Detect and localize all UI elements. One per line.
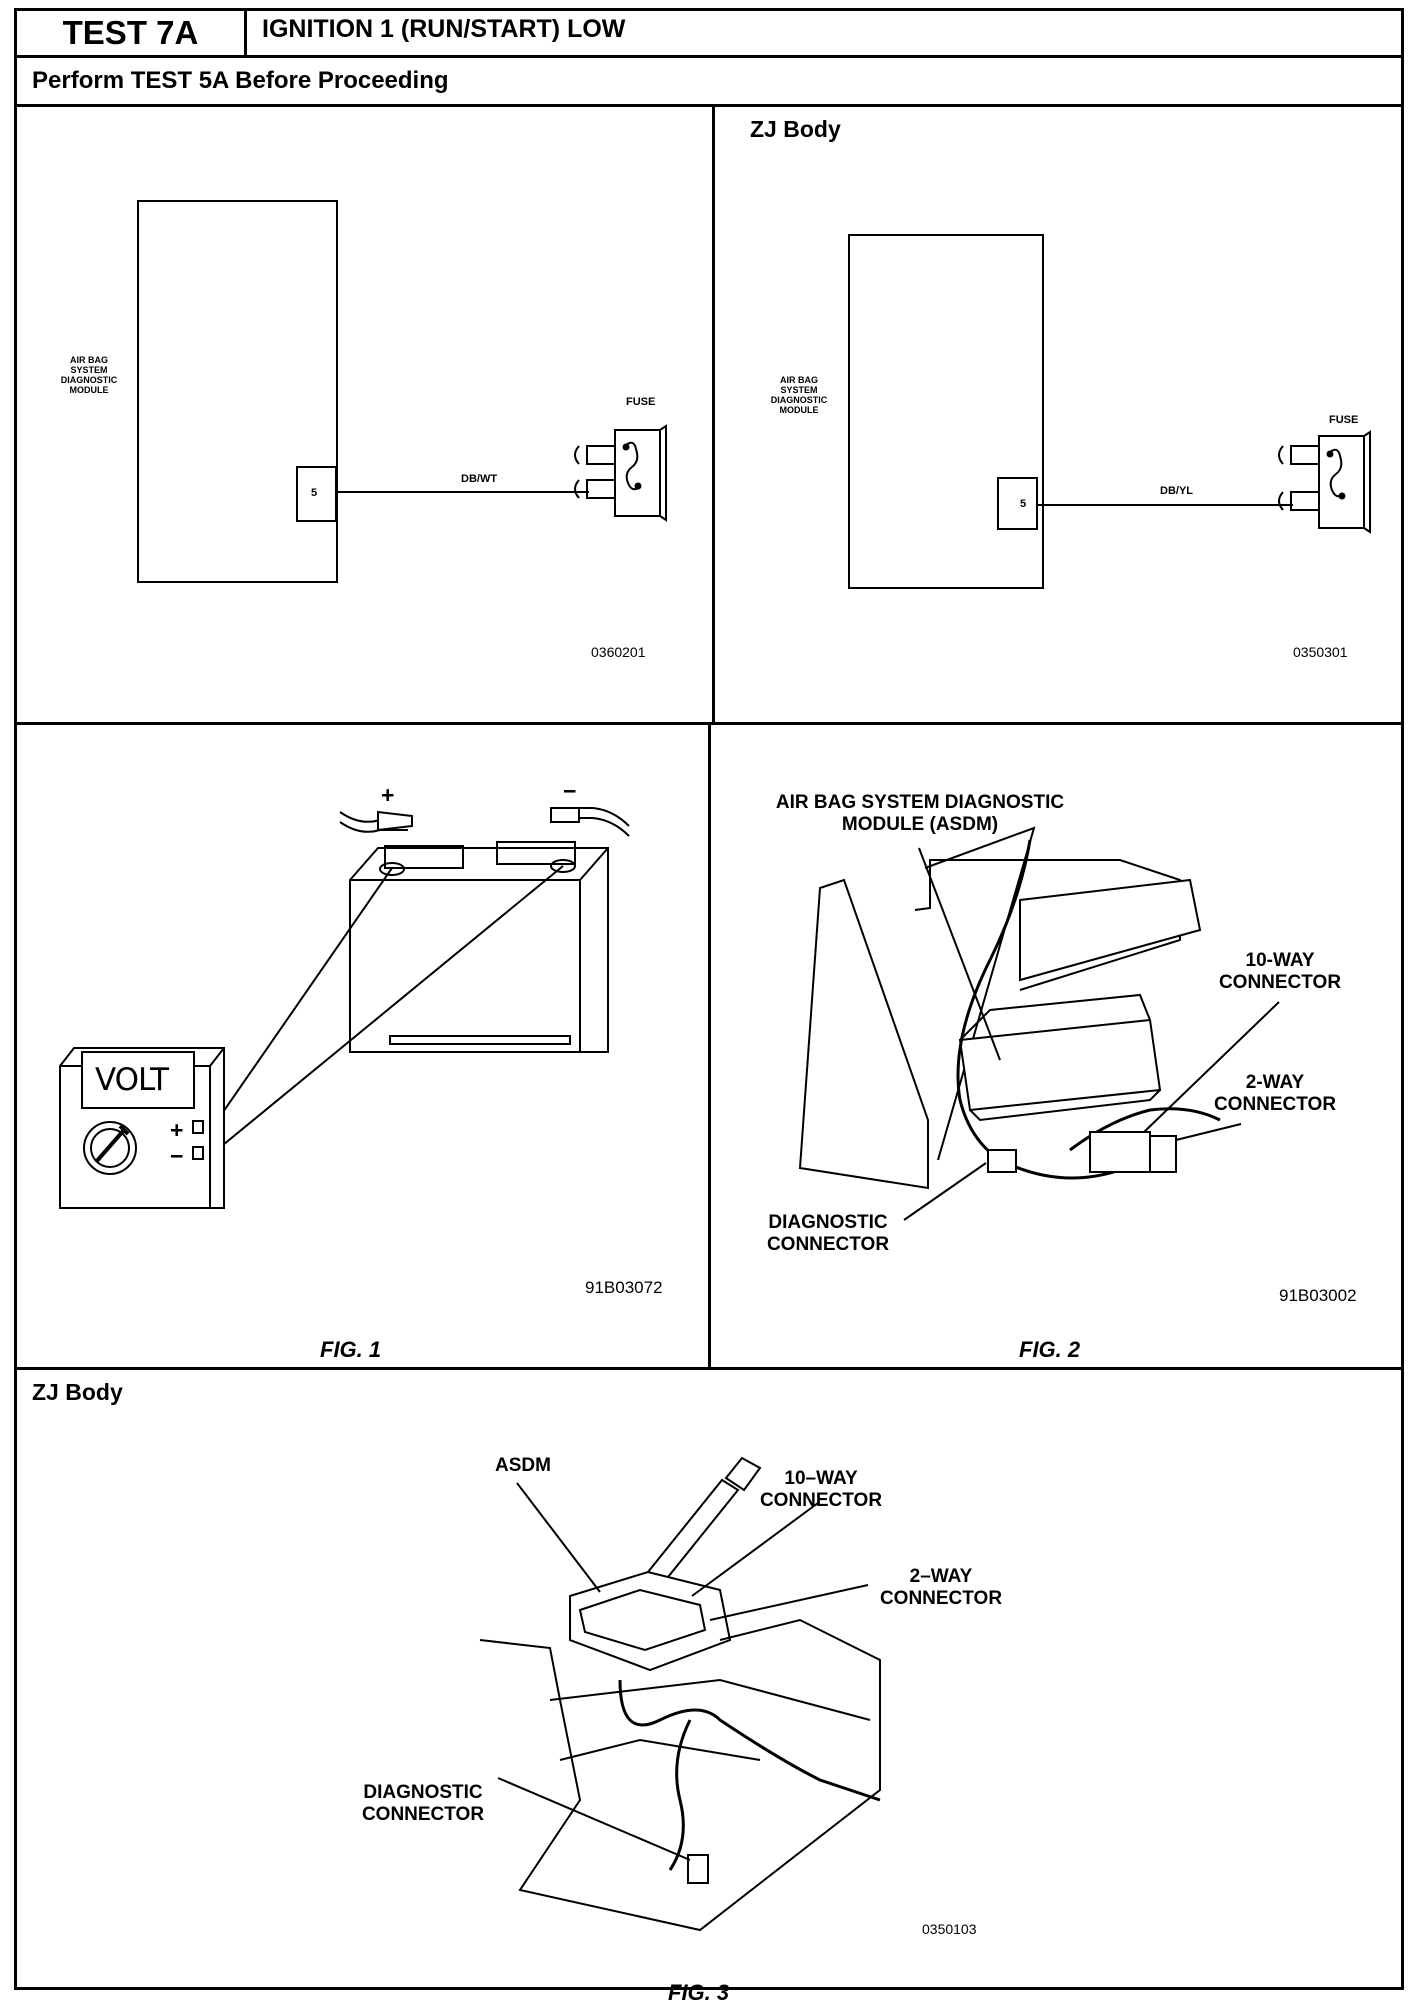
fuse-label-right: FUSE	[1329, 414, 1359, 426]
asdm-callout-fig3: ASDM	[495, 1455, 551, 1476]
figure-code-fig2: 91B03002	[1279, 1286, 1357, 1305]
module-box-right	[848, 234, 1044, 589]
ten-way-connector-part	[1089, 1131, 1151, 1173]
ten-way-callout-fig3: 10–WAY CONNECTOR	[759, 1468, 883, 1511]
figure-code-fig1: 91B03072	[585, 1278, 663, 1297]
grid-vline-lower	[708, 722, 711, 1368]
body-label-fig3: ZJ Body	[32, 1379, 123, 1405]
diagnostic-callout-fig3: DIAGNOSTIC CONNECTOR	[361, 1782, 485, 1825]
figure-caption-1: FIG. 1	[320, 1337, 382, 1362]
wire-color-left: DB/WT	[461, 473, 498, 485]
two-way-callout-fig3: 2–WAY CONNECTOR	[879, 1566, 1003, 1609]
diagnostic-callout-fig2: DIAGNOSTIC CONNECTOR	[766, 1212, 890, 1255]
body-panel	[798, 878, 929, 1190]
grid-line-top	[14, 104, 1404, 107]
module-label-left: AIR BAG SYSTEM DIAGNOSTIC MODULE	[60, 355, 118, 395]
meter-display-text: VOLT	[95, 1062, 169, 1098]
instruction: Perform TEST 5A Before Proceeding	[32, 67, 449, 94]
multimeter	[59, 1047, 225, 1209]
figure-caption-2: FIG. 2	[1019, 1337, 1081, 1362]
diagnostic-connector-part	[987, 1149, 1017, 1173]
meter-minus-label: −	[170, 1143, 184, 1169]
parking-brake-lever	[646, 1478, 740, 1584]
diagnostic-connector-fig3-part	[687, 1854, 709, 1884]
wire-harness	[956, 839, 1121, 1180]
two-way-callout-fig2: 2-WAY CONNECTOR	[1213, 1072, 1337, 1115]
pin-box-right	[997, 477, 1038, 530]
test-title: IGNITION 1 (RUN/START) LOW	[262, 15, 626, 43]
pin-box-left	[296, 466, 337, 522]
ten-way-callout-fig2: 10-WAY CONNECTOR	[1218, 950, 1342, 993]
pin-number-left: 5	[311, 487, 318, 499]
module-box-left	[137, 200, 338, 583]
meter-plus-label: +	[170, 1117, 184, 1143]
battery	[349, 841, 609, 1053]
cable	[618, 1679, 881, 1802]
header-divider	[14, 55, 1404, 58]
battery-cables	[339, 807, 630, 837]
lead-negative	[211, 865, 564, 1155]
fuse-left	[574, 424, 667, 522]
console	[914, 859, 1181, 991]
fuse-right	[1278, 430, 1371, 534]
negative-terminal-label: −	[563, 778, 577, 804]
body-label-tr: ZJ Body	[750, 116, 841, 142]
figure-code-tr: 0350301	[1293, 644, 1348, 660]
asdm-callout: AIR BAG SYSTEM DIAGNOSTIC MODULE (ASDM)	[775, 792, 1065, 835]
figure-code-fig3: 0350103	[922, 1921, 977, 1937]
console-asdm	[569, 1570, 732, 1672]
lead-positive	[211, 867, 393, 1129]
floor-pan	[479, 1618, 881, 1932]
fuse-label-left: FUSE	[626, 396, 656, 408]
module-label-right: AIR BAG SYSTEM DIAGNOSTIC MODULE	[770, 375, 828, 415]
page-frame	[14, 8, 1404, 1990]
grid-vline-upper	[712, 104, 715, 723]
positive-terminal-label: +	[381, 782, 395, 808]
grid-line-low	[14, 1367, 1404, 1370]
wire-color-right: DB/YL	[1160, 485, 1193, 497]
figure-caption-3: FIG. 3	[668, 1980, 730, 2005]
figure-code-tl: 0360201	[591, 644, 646, 660]
two-way-connector-part	[1149, 1135, 1177, 1173]
pin-number-right: 5	[1020, 498, 1027, 510]
